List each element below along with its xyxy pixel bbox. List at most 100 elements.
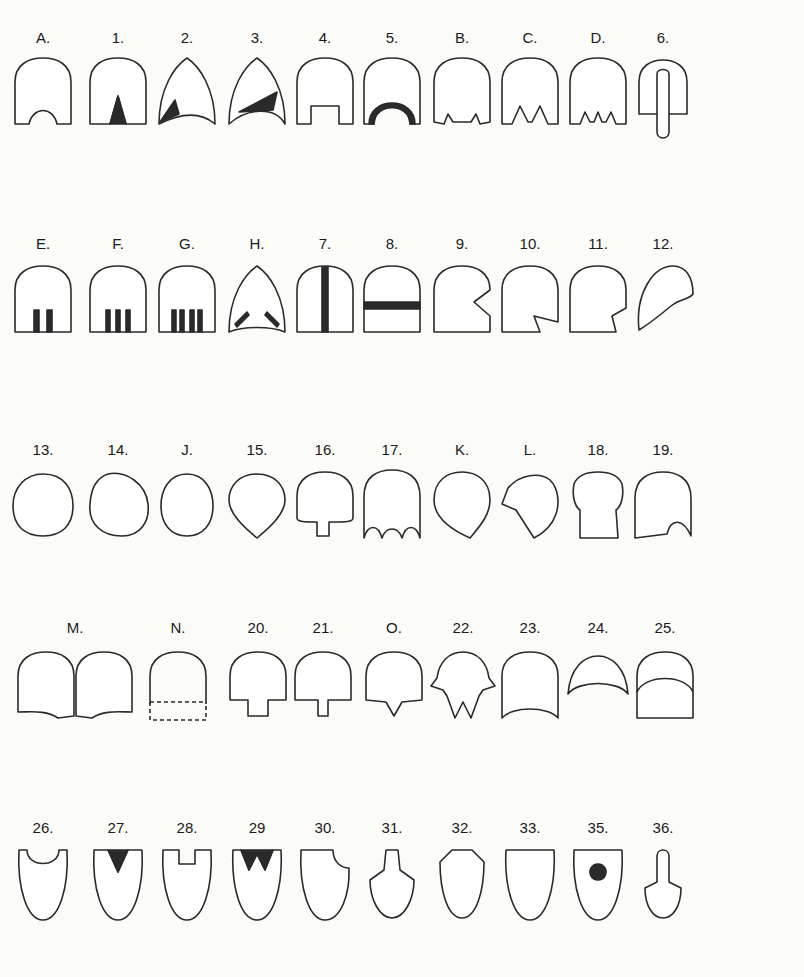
callout-number: M. — [67, 620, 84, 635]
figure-part — [19, 850, 68, 920]
figure-part — [229, 58, 285, 124]
outline-figure — [229, 266, 285, 332]
figure-part — [440, 850, 484, 918]
figure-part — [13, 474, 73, 536]
figure-part — [364, 470, 420, 538]
outline-figure — [233, 850, 282, 920]
figure-part — [90, 58, 146, 124]
figure-part — [233, 850, 282, 920]
figure-part — [568, 656, 628, 694]
callout-number: 9. — [456, 236, 469, 251]
outline-figure — [94, 850, 143, 920]
outline-figure — [431, 652, 495, 718]
figure-part — [106, 310, 130, 332]
outline-figure — [568, 656, 628, 694]
outline-figure — [573, 472, 623, 538]
callout-number: 26. — [33, 820, 54, 835]
figure-part — [230, 652, 286, 716]
callout-number: 32. — [452, 820, 473, 835]
callout-number: 30. — [315, 820, 336, 835]
outline-figure — [301, 850, 349, 920]
figure-part — [364, 58, 420, 124]
figure-part — [34, 310, 52, 332]
outline-figure — [570, 58, 626, 124]
outline-figure — [434, 472, 490, 538]
outline-figure — [366, 652, 422, 716]
outline-figure — [297, 58, 353, 124]
figure-part — [297, 266, 353, 332]
callout-number: 22. — [453, 620, 474, 635]
outline-figure — [638, 266, 693, 330]
figure-part — [94, 850, 143, 920]
figure-part — [431, 652, 495, 718]
outline-figure — [18, 652, 132, 718]
figure-part — [90, 266, 146, 332]
outline-figure — [163, 850, 212, 920]
callout-number: D. — [591, 30, 606, 45]
outline-figure — [364, 266, 420, 332]
callout-number: 18. — [588, 442, 609, 457]
figure-part — [502, 266, 558, 332]
figure-part — [570, 266, 626, 332]
callout-number: 14. — [108, 442, 129, 457]
outline-figure — [90, 473, 148, 536]
outline-figure — [637, 652, 693, 718]
figure-part — [657, 70, 669, 139]
callout-number: 33. — [520, 820, 541, 835]
callout-number: 11. — [588, 236, 608, 251]
figure-part — [502, 58, 558, 124]
outline-figure — [90, 58, 146, 124]
outline-figure — [229, 474, 285, 538]
outline-figure — [502, 475, 558, 538]
outline-figure — [297, 266, 353, 332]
outline-figure — [570, 266, 626, 332]
outline-figure — [19, 850, 68, 920]
figure-part — [364, 266, 420, 332]
callout-number: 20. — [248, 620, 269, 635]
outline-figure — [370, 850, 414, 918]
figure-part — [370, 850, 414, 918]
figure-part — [638, 266, 693, 330]
outline-figure — [159, 58, 215, 124]
outline-figure — [159, 266, 215, 332]
callout-number: A. — [36, 30, 50, 45]
figure-part — [76, 652, 132, 718]
callout-number: 28. — [177, 820, 198, 835]
figure-part — [241, 850, 273, 870]
outline-figure — [434, 58, 490, 124]
figure-part — [15, 266, 71, 332]
figure-part — [229, 266, 285, 332]
outline-figure — [645, 850, 681, 918]
callout-number: 13. — [33, 442, 54, 457]
figure-part — [18, 652, 74, 718]
figure-part — [637, 652, 693, 718]
outline-figure — [434, 266, 490, 332]
figure-part — [434, 472, 490, 538]
figure-part — [366, 652, 422, 716]
callout-number: H. — [250, 236, 265, 251]
figure-part — [502, 652, 558, 718]
figure-part — [108, 850, 128, 872]
callout-number: 16. — [315, 442, 336, 457]
outline-figure — [150, 652, 206, 720]
outline-figure — [639, 60, 687, 138]
outline-figure — [364, 470, 420, 538]
callout-number: G. — [179, 236, 195, 251]
figure-part — [15, 58, 71, 124]
callout-number: F. — [112, 236, 124, 251]
outline-figure — [230, 652, 286, 716]
callout-number: C. — [523, 30, 538, 45]
figure-part — [150, 702, 206, 720]
figure-part — [110, 96, 126, 124]
callout-number: O. — [386, 620, 402, 635]
callout-number: 6. — [657, 30, 670, 45]
callout-number: N. — [171, 620, 186, 635]
figure-part — [229, 474, 285, 538]
figure-part — [159, 266, 215, 332]
outline-figure — [506, 850, 555, 920]
figure-part — [90, 473, 148, 536]
figure-part — [434, 58, 490, 124]
callout-number: 17. — [382, 442, 403, 457]
outline-figure — [502, 58, 558, 124]
